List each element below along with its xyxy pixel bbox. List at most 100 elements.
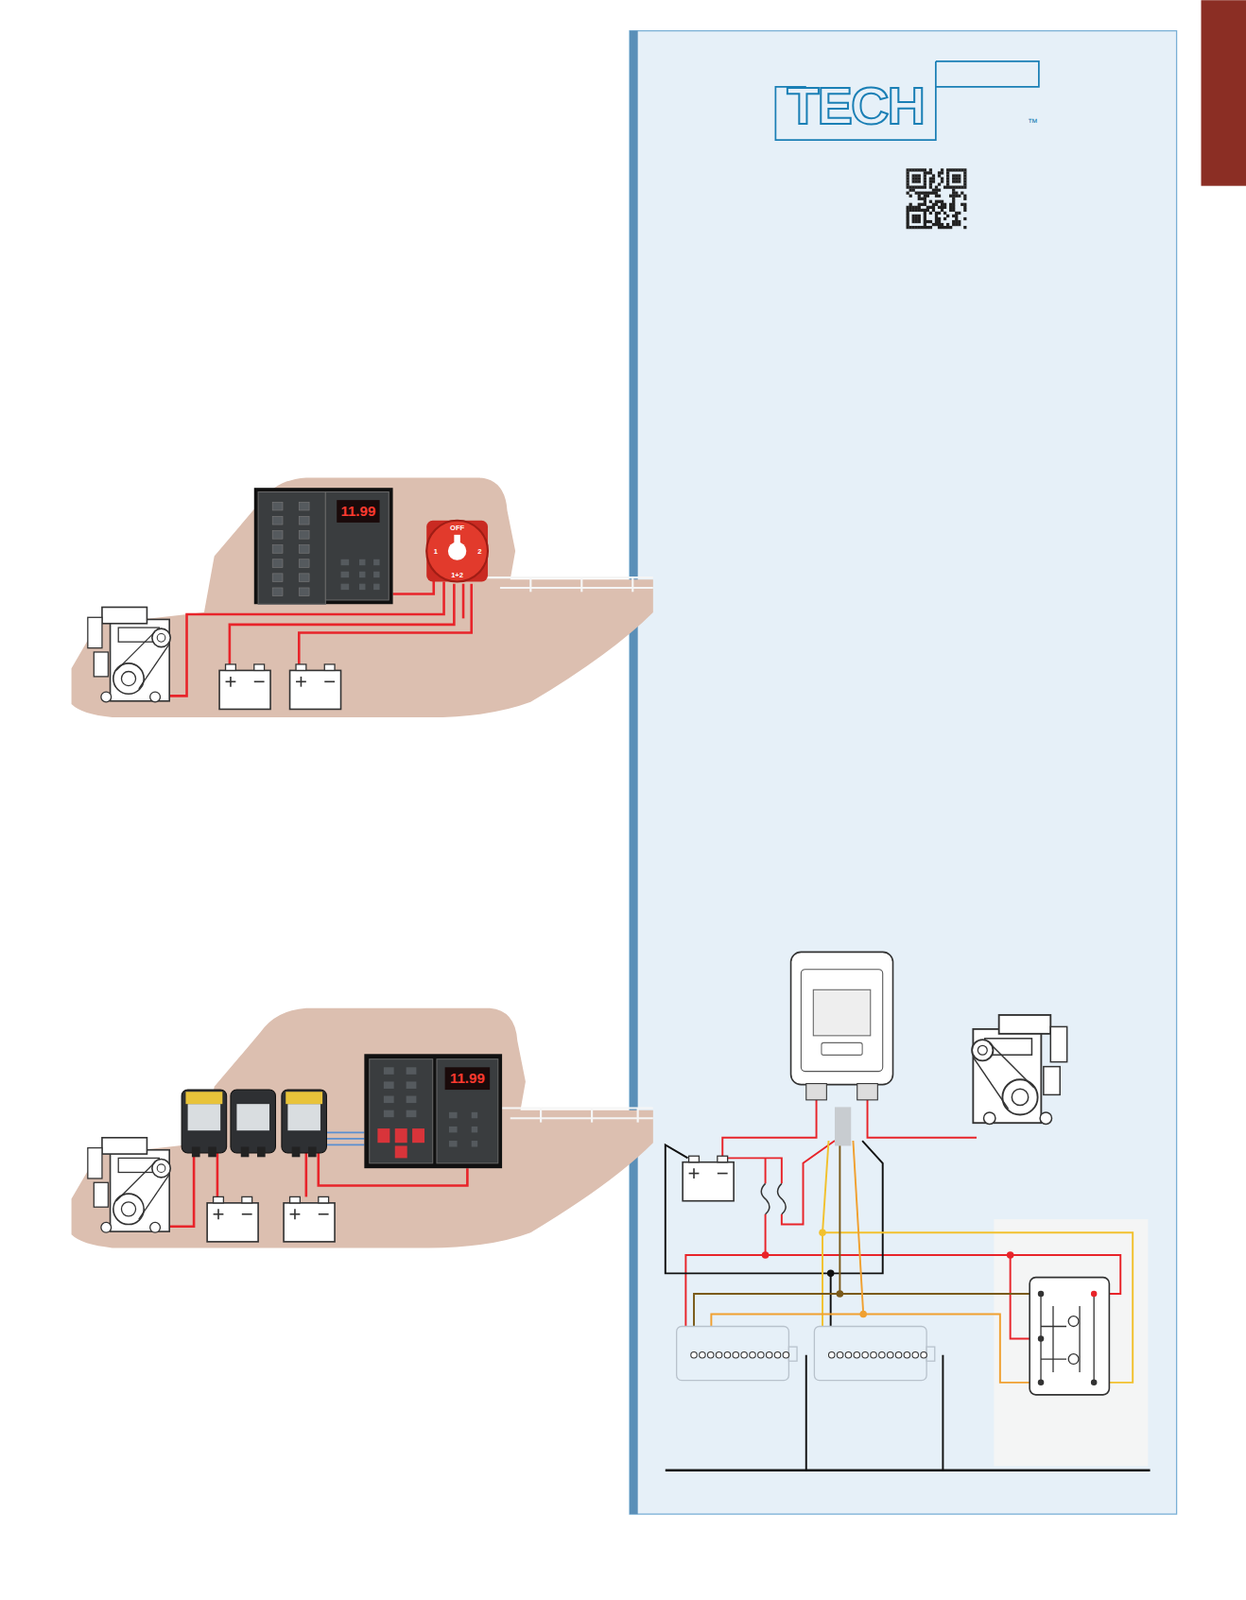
qr-cell (906, 173, 910, 177)
qr-cell (923, 211, 927, 215)
qr-cell (946, 186, 950, 190)
qr-cell (906, 225, 910, 229)
terminal-screw (741, 1351, 747, 1358)
qr-cell (937, 171, 941, 174)
qr-cell (937, 200, 941, 204)
terminal-screw (920, 1351, 927, 1358)
qr-cell (912, 208, 916, 212)
qr-cell (937, 189, 941, 192)
qr-cell (909, 168, 913, 172)
terminal-screw (724, 1351, 730, 1358)
qr-cell (957, 176, 961, 180)
qr-cell (951, 223, 955, 226)
terminal-screw (707, 1351, 713, 1358)
qr-cell (926, 206, 930, 209)
qr-cell (906, 182, 910, 186)
qr-cell (929, 168, 933, 172)
switch-position: 1+2 (450, 571, 464, 580)
qr-cell (912, 206, 916, 209)
qr-cell (951, 179, 955, 183)
qr-cell (929, 211, 933, 215)
qr-cell (963, 186, 967, 190)
qr-cell (906, 220, 910, 224)
qr-cell (926, 225, 930, 229)
qr-cell (937, 220, 941, 224)
qr-cell (912, 225, 916, 229)
qr-cell (923, 173, 927, 177)
qr-cell (963, 176, 967, 180)
qr-cell (949, 225, 952, 229)
qr-cell (946, 223, 950, 226)
qr-cell (937, 223, 941, 226)
qr-cell (906, 171, 910, 174)
qr-cell (937, 211, 941, 215)
qr-cell (912, 214, 916, 218)
qr-cell (960, 203, 964, 207)
qr-cell (917, 203, 921, 207)
qr-cell (932, 191, 935, 195)
qr-cell (906, 211, 910, 215)
qr-cell (949, 208, 952, 212)
qr-cell (923, 214, 927, 218)
qr-cell (915, 220, 918, 224)
qr-cell (923, 194, 927, 198)
qr-cell (954, 173, 958, 177)
switch-position: 2 (477, 548, 482, 556)
qr-cell (917, 194, 921, 198)
qr-cell (937, 225, 941, 229)
qr-cell (932, 208, 935, 212)
qr-cell (906, 168, 910, 172)
qr-cell (943, 211, 947, 215)
qr-cell (951, 168, 955, 172)
qr-cell (940, 200, 944, 204)
qr-cell (934, 186, 938, 190)
qr-cell (951, 200, 955, 204)
qr-cell (906, 208, 910, 212)
qr-cell (917, 220, 921, 224)
qr-cell (920, 208, 924, 212)
qr-cell (934, 203, 938, 207)
qr-cell (951, 208, 955, 212)
qr-cell (929, 182, 933, 186)
qr-cell (915, 191, 918, 195)
qr-cell (917, 176, 921, 180)
qr-cell (940, 168, 944, 172)
qr-cell (923, 217, 927, 221)
qr-cell (915, 176, 918, 180)
terminal-screw (836, 1351, 843, 1358)
qr-cell (909, 208, 913, 212)
qr-cell (934, 214, 938, 218)
qr-cell (937, 182, 941, 186)
qr-cell (951, 214, 955, 218)
qr-cell (932, 203, 935, 207)
qr-cell (954, 214, 958, 218)
qr-cell (929, 206, 933, 209)
qr-cell (946, 225, 950, 229)
terminal-screw (758, 1351, 764, 1358)
qr-cell (957, 211, 961, 215)
qr-cell (909, 206, 913, 209)
qr-cell (946, 214, 950, 218)
qr-cell (940, 179, 944, 183)
qr-cell (957, 186, 961, 190)
qr-cell (923, 223, 927, 226)
qr-cell (951, 189, 955, 192)
trademark: ™ (1027, 117, 1039, 128)
qr-cell (923, 197, 927, 201)
qr-cell (932, 223, 935, 226)
terminal-screw (774, 1351, 780, 1358)
qr-cell (923, 168, 927, 172)
qr-cell (946, 173, 950, 177)
qr-cell (920, 197, 924, 201)
qr-cell (963, 179, 967, 183)
qr-cell (912, 176, 916, 180)
qr-cell (963, 173, 967, 177)
qr-cell (951, 203, 955, 207)
qr-cell (909, 225, 913, 229)
qr-cell (920, 186, 924, 190)
qr-cell (926, 208, 930, 212)
qr-cell (954, 168, 958, 172)
qr-cell (954, 211, 958, 215)
qr-cell (963, 217, 967, 221)
